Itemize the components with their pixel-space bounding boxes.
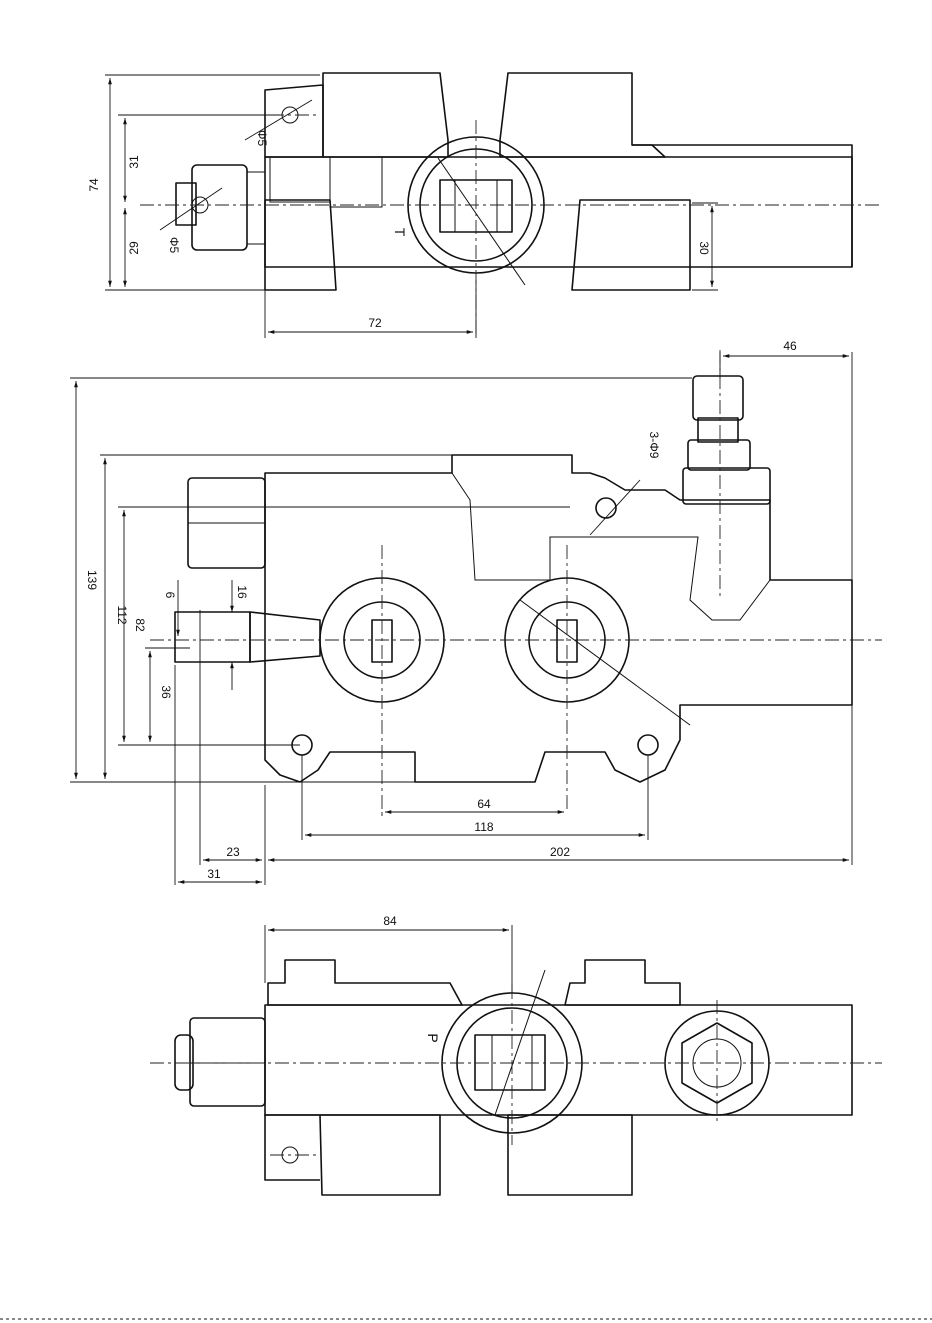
dim-6-label: 6 [163,592,177,599]
bottom-lower-right-block [508,1115,632,1195]
bottom-lower-left-block [265,1115,440,1195]
dim-202-label: 202 [550,845,570,859]
dim-64-label: 64 [477,797,491,811]
dim-139-label: 139 [85,570,99,590]
front-relief-hex [688,440,750,470]
dim-84-label: 84 [383,914,397,928]
bottom-port-leader [495,970,545,1115]
top-spool-stem [176,183,196,225]
dim-31-front-label: 31 [207,867,221,881]
top-upper-left-block [265,85,323,157]
phi5-lower-label: Φ5 [167,237,181,254]
top-boss-left [323,73,448,157]
dim-16-label: 16 [235,585,249,599]
dim-30-label: 30 [697,241,711,255]
top-inner-rect-b [330,157,382,207]
front-relief-stem [698,418,738,442]
front-mount-hole-right [638,735,658,755]
top-inner-rect-a [270,157,330,202]
port-t-label: T [392,228,408,237]
dim-23-label: 23 [226,845,240,859]
top-spool-collar [247,172,265,244]
front-inner-casting-line [452,473,770,620]
dim-29-label: 29 [127,241,141,255]
front-spool-taper [250,612,320,662]
dim-31-label: 31 [127,155,141,169]
top-right-extension [632,145,852,267]
front-view: 46 3-Φ9 139 112 82 6 16 36 64 118 23 202… [70,339,882,885]
dim-74-label: 74 [87,178,101,192]
bottom-top-right-block [565,960,680,1005]
top-lower-right-block [572,200,690,290]
bottom-main-body [265,1005,852,1115]
dim-112-label: 112 [115,605,129,624]
top-lower-left-block [265,200,336,290]
dim-82-label: 82 [133,618,147,632]
bottom-left-hex-fitting [190,1018,265,1106]
dim-36-label: 36 [159,685,173,699]
top-spool-nut [192,165,247,250]
dim-72-label: 72 [368,316,382,330]
dim-46-label: 46 [783,339,797,353]
bottom-port-square [475,1035,545,1090]
bottom-view: 84 P [150,914,882,1195]
front-relief-body [683,468,770,504]
dim-3phi9-label: 3-Φ9 [647,432,661,459]
top-main-body [265,157,852,267]
front-mount-hole-top [596,498,616,518]
front-spool-stem [175,612,250,662]
phi5-upper-label: Φ5 [255,130,269,147]
dim-118-label: 118 [474,820,493,834]
top-view: 74 31 29 Φ5 Φ5 30 72 T [87,73,882,338]
bottom-top-left-block [268,960,462,1005]
front-relief-cap [693,376,743,420]
port-p-label: P [425,1033,441,1042]
